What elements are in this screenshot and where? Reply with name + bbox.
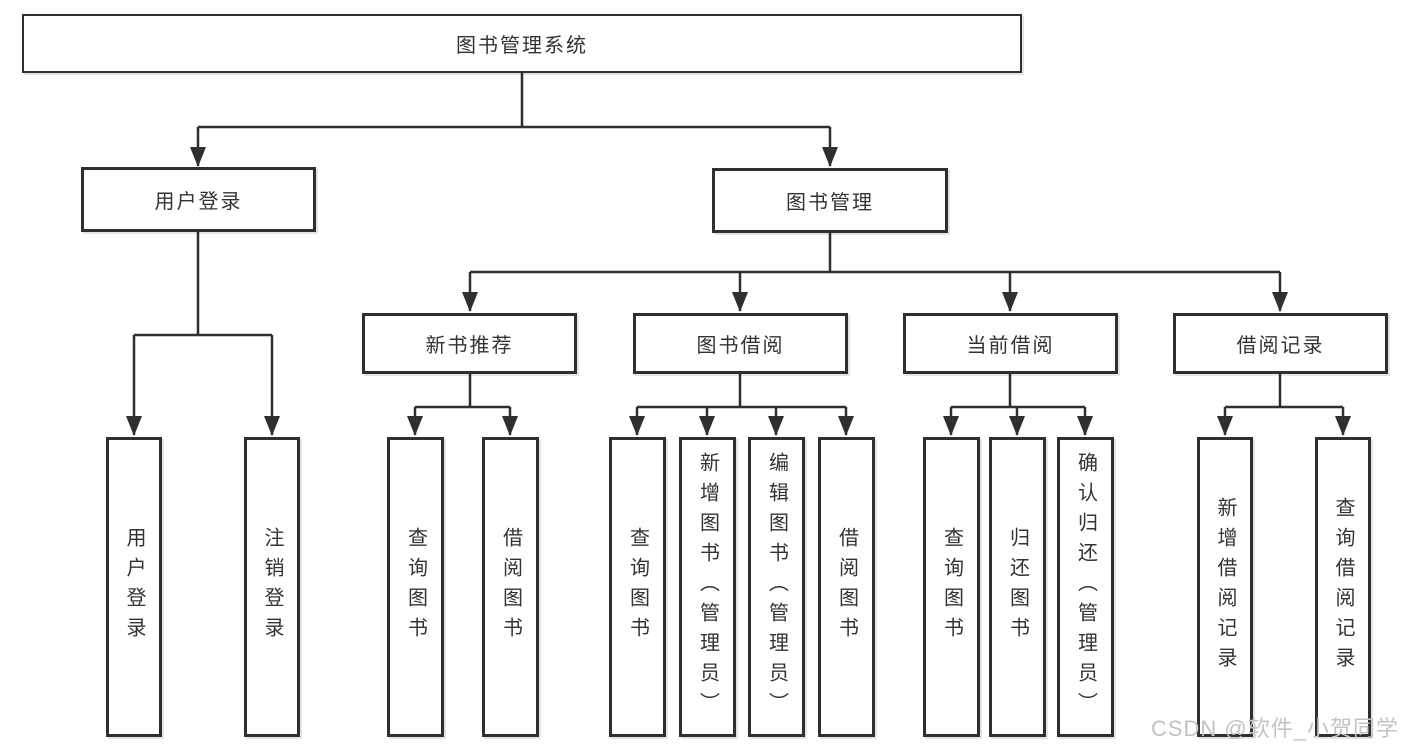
- leaf-confirm-return-admin: 确认归还（管理员）: [1057, 437, 1114, 737]
- node-user-login-label: 用户登录: [154, 191, 243, 213]
- node-root: 图书管理系统: [22, 14, 1022, 73]
- node-new-book-recommend-label: 新书推荐: [425, 335, 514, 357]
- leaf-return-books-label: 归还图书: [1006, 527, 1029, 647]
- node-book-borrowing: 图书借阅: [633, 313, 848, 374]
- leaf-query-borrow-record: 查询借阅记录: [1315, 437, 1371, 737]
- leaf-borrowing-query-books-label: 查询图书: [626, 527, 649, 647]
- leaf-edit-book-admin: 编辑图书（管理员）: [748, 437, 805, 737]
- leaf-current-query-books-label: 查询图书: [940, 527, 963, 647]
- leaf-add-book-admin-label: 新增图书（管理员）: [696, 452, 719, 722]
- leaf-confirm-return-admin-label: 确认归还（管理员）: [1074, 452, 1097, 722]
- node-borrowing-records: 借阅记录: [1173, 313, 1388, 374]
- leaf-add-borrow-record: 新增借阅记录: [1197, 437, 1253, 737]
- leaf-user-login-label: 用户登录: [123, 527, 145, 647]
- leaf-add-book-admin: 新增图书（管理员）: [679, 437, 736, 737]
- node-current-borrowing: 当前借阅: [903, 313, 1118, 374]
- node-root-label: 图书管理系统: [456, 35, 588, 57]
- leaf-borrowing-query-books: 查询图书: [609, 437, 666, 737]
- leaf-recommend-query-books-label: 查询图书: [404, 527, 427, 647]
- leaf-add-borrow-record-label: 新增借阅记录: [1214, 497, 1236, 677]
- node-book-borrowing-label: 图书借阅: [696, 335, 785, 357]
- watermark-text: CSDN @软件_小贺同学: [1150, 716, 1399, 741]
- leaf-borrowing-borrow-books-label: 借阅图书: [835, 527, 858, 647]
- node-borrowing-records-label: 借阅记录: [1236, 335, 1325, 357]
- node-current-borrowing-label: 当前借阅: [966, 335, 1055, 357]
- node-book-management: 图书管理: [712, 168, 948, 233]
- node-new-book-recommend: 新书推荐: [362, 313, 577, 374]
- leaf-return-books: 归还图书: [989, 437, 1046, 737]
- leaf-borrowing-borrow-books: 借阅图书: [818, 437, 875, 737]
- leaf-edit-book-admin-label: 编辑图书（管理员）: [765, 452, 788, 722]
- leaf-user-login: 用户登录: [106, 437, 162, 737]
- leaf-query-borrow-record-label: 查询借阅记录: [1332, 497, 1354, 677]
- node-book-management-label: 图书管理: [786, 192, 874, 214]
- leaf-logout: 注销登录: [244, 437, 300, 737]
- leaf-current-query-books: 查询图书: [923, 437, 980, 737]
- node-user-login: 用户登录: [81, 167, 316, 232]
- leaf-logout-label: 注销登录: [261, 527, 283, 647]
- leaf-recommend-borrow-books-label: 借阅图书: [499, 527, 522, 647]
- leaf-recommend-query-books: 查询图书: [387, 437, 444, 737]
- leaf-recommend-borrow-books: 借阅图书: [482, 437, 539, 737]
